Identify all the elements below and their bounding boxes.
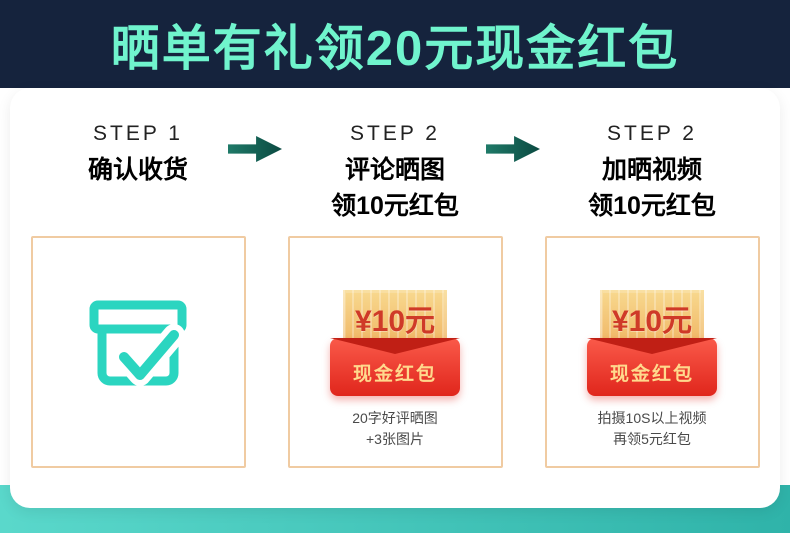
- step-2-header: STEP 2 评论晒图 领10元红包: [331, 118, 459, 236]
- step-3-title-line: 加晒视频: [601, 156, 702, 184]
- envelope-body: 现金红包: [587, 338, 717, 396]
- step-2-title-line: 评论晒图: [344, 156, 445, 184]
- red-envelope-icon: ¥10元 现金红包: [330, 290, 460, 396]
- step-2-title-line: 领10元红包: [331, 192, 459, 220]
- step-3-header: STEP 2 加晒视频 领10元红包: [588, 118, 716, 236]
- step-1-title-line: 确认收货: [87, 156, 188, 184]
- box-check-icon: [89, 300, 187, 386]
- step-2-title: 评论晒图 领10元红包: [331, 152, 459, 224]
- envelope-body: 现金红包: [330, 338, 460, 396]
- step-1-box: [30, 236, 246, 468]
- step-column-2: STEP 2 评论晒图 领10元红包 ¥10元 现金红包 20字好评晒图: [287, 118, 503, 468]
- step-2-label: STEP 2: [350, 122, 440, 145]
- step-2-box: ¥10元 现金红包 20字好评晒图 +3张图片: [287, 236, 503, 468]
- promo-title: 晒单有礼领20元现金红包: [110, 21, 680, 76]
- step-3-note-line: 再领5元红包: [613, 431, 691, 447]
- step-column-1: STEP 1 确认收货: [30, 118, 246, 468]
- promo-banner: 晒单有礼领20元现金红包: [0, 0, 790, 88]
- envelope-text: 现金红包: [352, 363, 437, 385]
- coupon-amount: ¥10元: [611, 305, 693, 338]
- box-check-icon-wrap: [72, 291, 204, 413]
- step-3-label: STEP 2: [607, 122, 697, 145]
- step-3-title-line: 领10元红包: [588, 192, 716, 220]
- red-envelope-icon: ¥10元 现金红包: [587, 290, 717, 396]
- steps-card: STEP 1 确认收货: [10, 88, 780, 508]
- step-1-title: 确认收货: [88, 152, 188, 188]
- step-3-title: 加晒视频 领10元红包: [588, 152, 716, 224]
- step-column-3: STEP 2 加晒视频 领10元红包 ¥10元 现金红包 拍摄10S以上视频: [544, 118, 760, 468]
- step-1-header: STEP 1 确认收货: [88, 118, 188, 236]
- steps-columns: STEP 1 确认收货: [10, 88, 780, 468]
- step-2-note-line: +3张图片: [366, 431, 424, 447]
- coupon-amount: ¥10元: [354, 305, 436, 338]
- step-3-notes: 拍摄10S以上视频 再领5元红包: [598, 408, 707, 450]
- step-3-box: ¥10元 现金红包 拍摄10S以上视频 再领5元红包: [544, 236, 760, 468]
- step-1-label: STEP 1: [93, 122, 183, 145]
- step-2-note-line: 20字好评晒图: [352, 410, 438, 426]
- step-3-note-line: 拍摄10S以上视频: [597, 410, 707, 426]
- step-2-notes: 20字好评晒图 +3张图片: [352, 408, 438, 450]
- envelope-text: 现金红包: [609, 363, 694, 385]
